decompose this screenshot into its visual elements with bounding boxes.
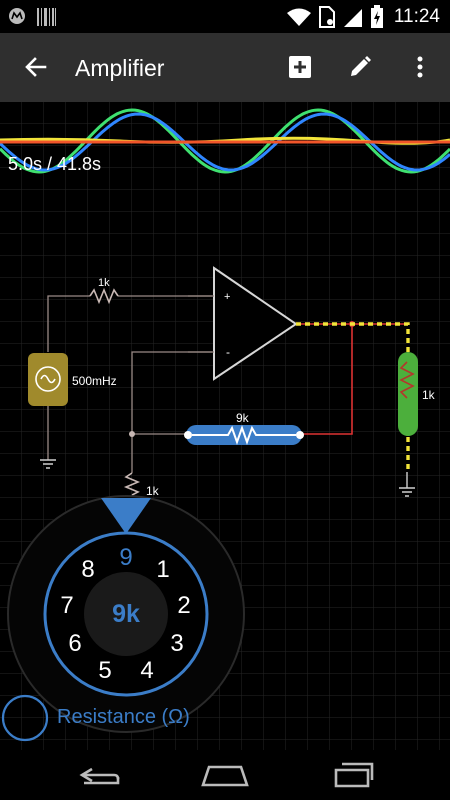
nav-recents-button[interactable] xyxy=(312,754,392,796)
app-bar: Amplifier xyxy=(0,33,450,102)
circuit-canvas[interactable]: 9 1 2 3 4 5 6 7 8 9k 1k 500mHz + - 9k 1k… xyxy=(0,102,450,750)
add-box-icon xyxy=(289,56,311,78)
page-title: Amplifier xyxy=(75,55,165,81)
dial-digit[interactable]: 8 xyxy=(81,556,94,583)
dial-digit[interactable]: 5 xyxy=(98,657,111,684)
pencil-icon xyxy=(351,56,371,76)
overflow-menu-button[interactable] xyxy=(396,43,444,91)
more-vert-icon xyxy=(417,56,423,78)
nav-home-icon xyxy=(201,765,249,787)
ground-resistor[interactable] xyxy=(123,472,141,496)
add-component-button[interactable] xyxy=(276,43,324,91)
dial-pointer xyxy=(101,498,151,534)
dial-digit[interactable]: 3 xyxy=(170,630,183,657)
dial-digit[interactable]: 7 xyxy=(60,592,73,619)
ac-source[interactable] xyxy=(28,353,68,406)
status-bar: 11:24 xyxy=(0,0,450,33)
wifi-icon xyxy=(287,8,311,26)
dial-digit[interactable]: 4 xyxy=(140,657,153,684)
navigation-bar xyxy=(0,750,450,800)
op-amp[interactable] xyxy=(188,266,298,381)
opamp-minus-label: - xyxy=(226,345,230,359)
ground-resistor-label: 1k xyxy=(146,484,160,498)
source-frequency-label: 500mHz xyxy=(72,374,117,388)
dial-digit[interactable]: 1 xyxy=(156,556,169,583)
oscilloscope-waveform xyxy=(0,108,450,174)
motorola-logo-icon xyxy=(9,8,25,24)
back-button[interactable] xyxy=(12,43,60,91)
dial-center xyxy=(84,572,168,656)
input-resistor-label: 1k xyxy=(98,277,110,289)
nav-back-icon xyxy=(79,767,120,785)
resistance-dial[interactable]: 9 1 2 3 4 5 6 7 8 9k xyxy=(7,495,245,733)
feedback-resistor-label: 9k xyxy=(236,411,250,425)
input-resistor[interactable] xyxy=(89,287,119,305)
opamp-plus-label: + xyxy=(224,291,230,303)
edit-button[interactable] xyxy=(336,43,384,91)
load-resistor[interactable] xyxy=(398,352,418,436)
simulation-time: 5.0s / 41.8s xyxy=(8,154,102,174)
back-arrow-icon xyxy=(25,57,47,77)
junction-node xyxy=(129,431,135,437)
nav-recents-icon xyxy=(334,762,374,788)
dial-digit[interactable]: 6 xyxy=(68,630,81,657)
battery-charging-icon xyxy=(371,5,383,28)
signal-icon xyxy=(344,9,362,27)
nav-back-button[interactable] xyxy=(60,754,140,796)
dial-value: 9k xyxy=(112,600,140,628)
dial-digit[interactable]: 2 xyxy=(177,592,190,619)
parameter-selector-ring[interactable] xyxy=(1,694,49,742)
dial-digit-selected[interactable]: 9 xyxy=(119,544,132,571)
load-resistor-label: 1k xyxy=(422,388,436,402)
barcode-icon xyxy=(37,8,56,26)
ground-symbols xyxy=(40,459,415,497)
feedback-resistor[interactable] xyxy=(184,425,304,445)
sim-card-icon xyxy=(319,6,335,28)
parameter-label[interactable]: Resistance (Ω) xyxy=(57,706,190,728)
status-time: 11:24 xyxy=(393,6,440,27)
nav-home-button[interactable] xyxy=(185,754,265,796)
